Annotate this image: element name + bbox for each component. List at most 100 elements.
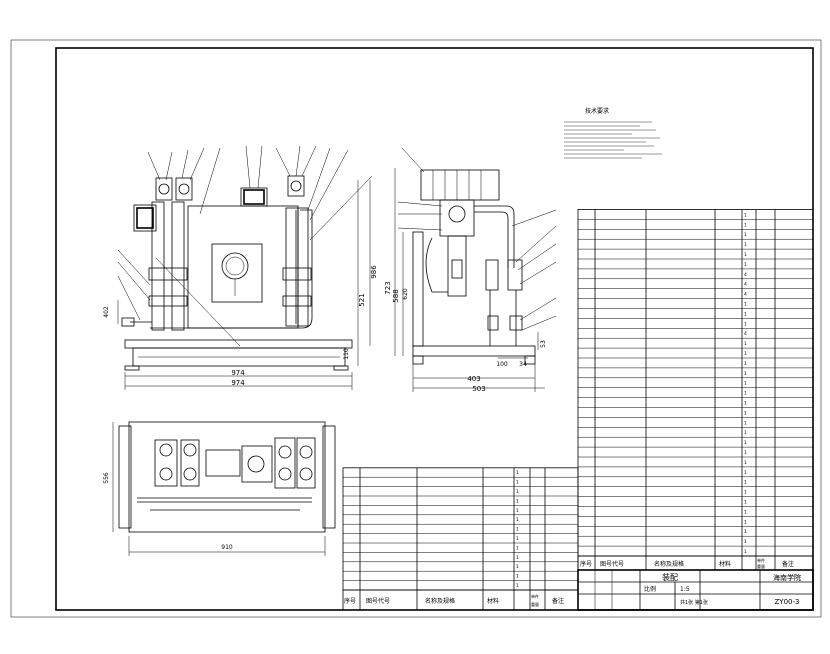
left-header-name: 名称及规格	[425, 597, 455, 605]
right-bom-row: 1	[744, 381, 747, 387]
right-bom-row: 4	[744, 292, 747, 298]
sheet-count: 共1张 第1张	[680, 599, 708, 606]
left-bom-cell-qty: 1	[516, 574, 519, 580]
right-bom-row: 1	[744, 440, 747, 446]
left-bom-cell-qty: 1	[516, 536, 519, 542]
right-bom-cell-qty: 1	[744, 391, 747, 397]
right-bom-cell-qty: 1	[744, 321, 747, 327]
dim-side-width-b: 503	[472, 385, 485, 393]
right-bom-cell-qty: 1	[744, 440, 747, 446]
dim-side-small-a: 100	[496, 361, 508, 368]
left-bom-cell-qty: 1	[516, 555, 519, 561]
tech-notes: 技术要求	[564, 107, 662, 159]
right-bom-row: 1	[744, 351, 747, 357]
right-bom-row: 1	[744, 430, 747, 436]
right-bom-row: 1	[744, 539, 747, 545]
right-bom-row: 1	[744, 420, 747, 426]
right-bom-cell-qty: 1	[744, 232, 747, 238]
right-bom-row: 4	[744, 272, 747, 278]
left-bom-row: 1	[516, 517, 519, 523]
right-bom-row: 1	[744, 480, 747, 486]
dim-front-left: 402	[103, 306, 110, 318]
right-bom-row: 1	[744, 460, 747, 466]
title-text: 装配	[662, 572, 678, 582]
dim-side-height-c: 620	[402, 288, 409, 300]
inner-border	[55, 47, 814, 611]
right-bom-cell-qty: 1	[744, 539, 747, 545]
right-bom-row: 1	[744, 410, 747, 416]
left-bom-cell-qty: 1	[516, 545, 519, 551]
right-bom-cell-qty: 4	[744, 282, 747, 288]
right-bom-row: 1	[744, 321, 747, 327]
left-bom-row: 1	[516, 498, 519, 504]
right-bom-row: 1	[744, 302, 747, 308]
right-bom-row: 4	[744, 331, 747, 337]
right-bom-cell-qty: 1	[744, 371, 747, 377]
left-header-remark: 备注	[552, 597, 564, 605]
left-bom-cell-qty: 1	[516, 470, 519, 476]
dim-side-small-b: 34	[519, 361, 527, 368]
right-bom-row: 1	[744, 262, 747, 268]
right-bom-cell-qty: 1	[744, 420, 747, 426]
right-bom-row: 1	[744, 391, 747, 397]
dim-side-height-a: 723	[384, 281, 392, 294]
side-view	[394, 147, 557, 392]
right-header-mat: 材料	[719, 560, 731, 568]
right-bom-cell-qty: 1	[744, 401, 747, 407]
left-bom-cell-qty: 1	[516, 527, 519, 533]
right-bom-cell-qty: 1	[744, 262, 747, 268]
right-bom-cell-qty: 1	[744, 430, 747, 436]
scale-label: 比例	[644, 585, 656, 593]
right-bom-cell-qty: 1	[744, 410, 747, 416]
right-bom-row: 1	[744, 361, 747, 367]
dim-front-width-a: 974	[231, 369, 245, 377]
left-bom-row: 1	[516, 508, 519, 514]
left-bom-row: 1	[516, 536, 519, 542]
right-bom-cell-qty: 1	[744, 549, 747, 555]
scale-value: 1:5	[680, 586, 690, 593]
right-bom-cell-qty: 1	[744, 500, 747, 506]
tech-notes-title: 技术要求	[585, 107, 609, 115]
left-bom-cell-qty: 1	[516, 480, 519, 486]
right-table-header: 序号 图号代号 名称及规格 材料 单件 重量 备注	[577, 555, 814, 571]
left-bom-row: 1	[516, 527, 519, 533]
dim-plan-width: 910	[221, 544, 233, 551]
right-bom-cell-qty: 1	[744, 519, 747, 525]
right-bom-cell-qty: 1	[744, 529, 747, 535]
right-bom-row: 1	[744, 252, 747, 258]
right-header-mass-b: 重量	[757, 563, 765, 569]
right-header-no: 序号	[580, 560, 592, 568]
left-header-mat: 材料	[487, 597, 499, 605]
right-bom-row: 1	[744, 311, 747, 317]
right-bom-cell-qty: 1	[744, 480, 747, 486]
right-bom-cell-qty: 1	[744, 311, 747, 317]
left-bom-cell-qty: 1	[516, 517, 519, 523]
right-bom-cell-qty: 1	[744, 490, 747, 496]
left-bom-row: 1	[516, 480, 519, 486]
outer-border	[10, 39, 822, 618]
left-header-no: 序号	[344, 597, 356, 605]
right-bom-row: 1	[744, 509, 747, 515]
right-bom-cell-qty: 1	[744, 509, 747, 515]
right-header-name: 名称及规格	[654, 560, 684, 568]
front-view	[117, 145, 373, 390]
right-bom-row: 1	[744, 341, 747, 347]
right-bom-cell-qty: 1	[744, 450, 747, 456]
right-bom-cell-qty: 4	[744, 292, 747, 298]
left-bom-row: 1	[516, 489, 519, 495]
right-header-mass-a: 单件	[757, 557, 765, 563]
title-block: 装配 比例 1:5 共1张 第1张 海南学院 ZY00-3	[577, 569, 814, 611]
left-bom-row: 1	[516, 470, 519, 476]
dim-side-width-a: 403	[467, 375, 480, 383]
right-bom-cell-qty: 4	[744, 331, 747, 337]
left-bom-cell-qty: 1	[516, 564, 519, 570]
left-bom-row: 1	[516, 583, 519, 589]
right-bom-cell-qty: 1	[744, 212, 747, 218]
left-bom-row: 1	[516, 545, 519, 551]
right-bom-cell-qty: 1	[744, 222, 747, 228]
dim-front-base: 110	[343, 348, 350, 360]
right-bom-row: 1	[744, 490, 747, 496]
right-bom-row: 1	[744, 519, 747, 525]
